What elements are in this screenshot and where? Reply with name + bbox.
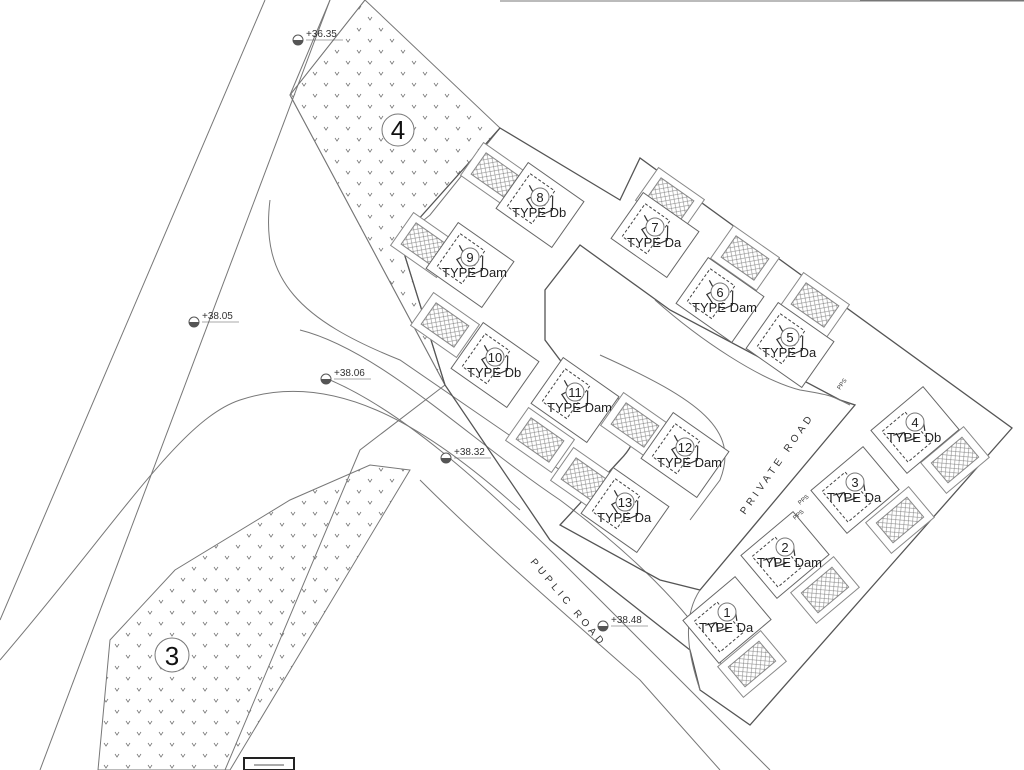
plot-type-label: TYPE Da [699, 620, 754, 635]
public-road-label: PUPLIC ROAD [528, 557, 608, 650]
plot-number: 7 [651, 220, 658, 235]
garden-pool [599, 391, 671, 459]
plot-number-circle [645, 217, 665, 237]
plot-number-circle [460, 247, 480, 267]
garden-pool [716, 629, 788, 699]
zone-label: 4 [391, 115, 405, 145]
zone-label: 3 [165, 641, 179, 671]
plot-type-label: TYPE Dam [692, 300, 757, 315]
plot-number-circle [717, 602, 737, 622]
svg-text:+38.05: +38.05 [202, 311, 233, 322]
zone-marker-3: 3 [154, 637, 190, 673]
plot-number: 6 [716, 285, 723, 300]
plot-number: 4 [911, 415, 918, 430]
plot-type-label: TYPE Da [762, 345, 817, 360]
plot-number: 1 [723, 605, 730, 620]
plot-number-circle [675, 437, 695, 457]
elevation-marker: +38.48 [597, 615, 648, 632]
parking-label: PPS [797, 494, 810, 506]
plot-number-circle [615, 492, 635, 512]
plot-type-label: TYPE Db [512, 205, 566, 220]
elevation-marker: +38.05 [188, 311, 239, 328]
plot-number: 8 [536, 190, 543, 205]
plot-number: 5 [786, 330, 793, 345]
elevation-marker: +36.35 [292, 29, 343, 46]
zone-marker-4: 4 [381, 113, 415, 147]
plot-number: 12 [678, 440, 692, 455]
plot-number-circle [485, 347, 505, 367]
plot-number: 13 [618, 495, 632, 510]
svg-text:+36.35: +36.35 [306, 29, 337, 40]
plot-number-circle [775, 537, 795, 557]
garden-pool [864, 485, 936, 555]
garden-pool [789, 555, 861, 625]
svg-text:+38.48: +38.48 [611, 615, 642, 626]
plot-type-label: TYPE Dam [657, 455, 722, 470]
plot-number-circle [845, 472, 865, 492]
garden-pool [709, 224, 781, 292]
garden-pool [409, 291, 481, 359]
plot-type-label: TYPE Da [627, 235, 682, 250]
parking-label: PPS [837, 378, 849, 391]
zone-3-area [97, 464, 411, 770]
plot-number: 3 [851, 475, 858, 490]
plot-type-label: TYPE Db [887, 430, 941, 445]
plot-type-label: TYPE Dam [757, 555, 822, 570]
plot-type-label: TYPE Dam [442, 265, 507, 280]
plot-number-circle [565, 382, 585, 402]
plot-type-label: TYPE Da [827, 490, 882, 505]
title-block-symbol [243, 757, 295, 770]
plot-number: 9 [466, 250, 473, 265]
plot-number: 2 [781, 540, 788, 555]
plot-type-label: TYPE Db [467, 365, 521, 380]
plot-number: 10 [488, 350, 502, 365]
plot-number-circle [905, 412, 925, 432]
plot-type-label: TYPE Dam [547, 400, 612, 415]
garden-pool [779, 271, 851, 339]
garden-pool [919, 425, 991, 495]
plot-number-circle [710, 282, 730, 302]
svg-text:+38.32: +38.32 [454, 447, 485, 458]
plot-type-label: TYPE Da [597, 510, 652, 525]
elevation-marker: +38.32 [440, 447, 491, 464]
elevation-marker: +38.06 [320, 368, 371, 385]
garden-pool [504, 406, 576, 474]
plot-number-circle [530, 187, 550, 207]
plot-number-circle [780, 327, 800, 347]
svg-text:+38.06: +38.06 [334, 368, 365, 379]
plot-number: 11 [568, 385, 582, 400]
